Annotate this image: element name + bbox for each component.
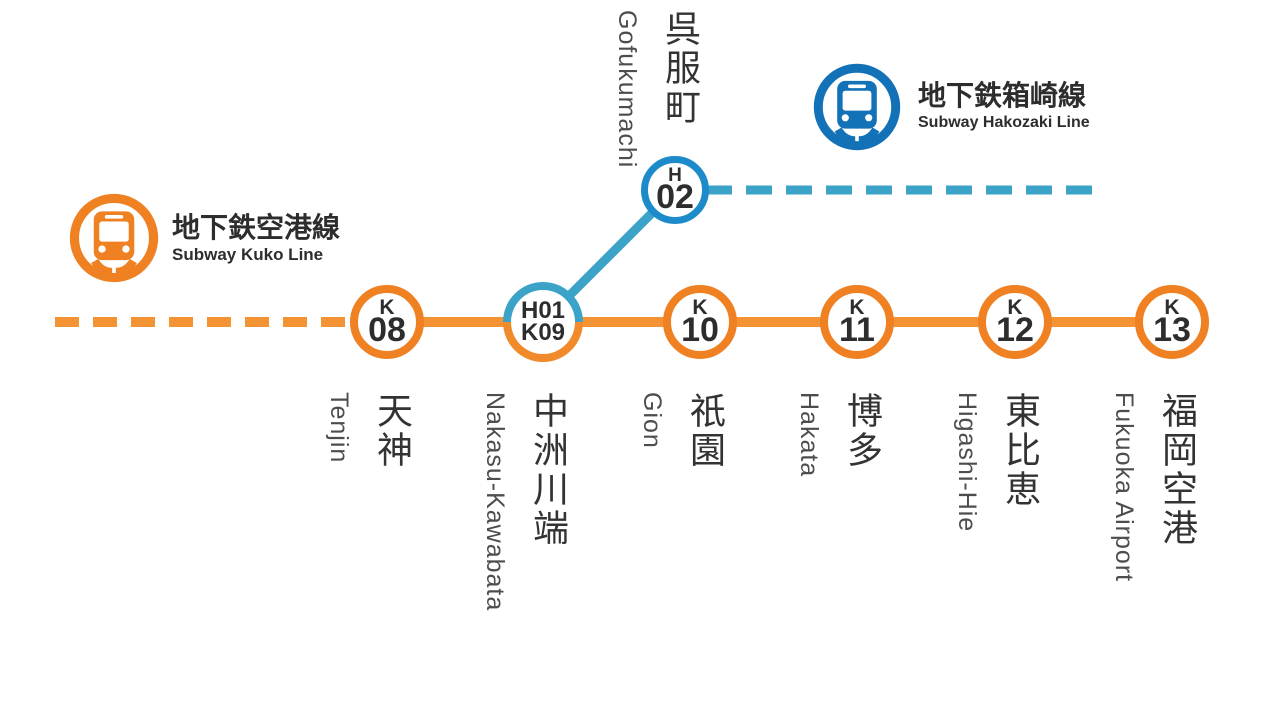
- station-name-ja: 東比恵: [1000, 392, 1041, 509]
- station-code-letter: K: [692, 296, 708, 319]
- station-name-en: Higashi-Hie: [953, 392, 981, 533]
- hakozaki-line-train-icon: [813, 63, 901, 151]
- kuko-line-title-en: Subway Kuko Line: [172, 245, 324, 264]
- station-name-ja: 福岡空港: [1157, 392, 1198, 548]
- station-label-gion: Gion 祇園: [637, 392, 731, 470]
- station-name-en: Nakasu-Kawabata: [481, 392, 509, 612]
- station-label-nakasu-kawabata: Nakasu-Kawabata 中洲川端: [480, 392, 574, 611]
- station-name-en: Tenjin: [325, 392, 353, 464]
- station-name-en: Gofukumachi: [613, 10, 641, 169]
- station-marker-higashi-hie: K 12: [978, 285, 1052, 359]
- station-code-number: 08: [368, 311, 406, 349]
- station-name-ja: 祇園: [685, 392, 726, 470]
- hakozaki-line-legend: 地下鉄箱崎線 Subway Hakozaki Line: [918, 80, 1090, 132]
- station-code-number: 11: [839, 311, 875, 349]
- station-name-ja: 呉服町: [660, 10, 701, 127]
- station-marker-tenjin: K 08: [350, 285, 424, 359]
- station-label-fukuoka-airport: Fukuoka Airport 福岡空港: [1109, 392, 1203, 582]
- station-name-ja: 天神: [372, 392, 413, 470]
- hakozaki-line-title-ja: 地下鉄箱崎線: [918, 80, 1087, 111]
- station-marker-nakasu-kawabata: H01 K09: [503, 282, 583, 362]
- station-name-ja: 中洲川端: [528, 392, 569, 548]
- station-code-letter: K: [1164, 296, 1180, 319]
- station-code-letter: K: [849, 296, 865, 319]
- station-marker-gion: K 10: [663, 285, 737, 359]
- station-code-number: 13: [1153, 311, 1191, 349]
- station-label-tenjin: Tenjin 天神: [324, 392, 418, 470]
- kuko-line-train-icon: [69, 193, 159, 283]
- station-label-hakata: Hakata 博多: [794, 392, 888, 477]
- station-label-higashi-hie: Higashi-Hie 東比恵: [952, 392, 1046, 532]
- station-name-en: Hakata: [795, 392, 823, 478]
- station-name-ja: 博多: [842, 392, 883, 470]
- station-code-number: 10: [681, 311, 719, 349]
- station-marker-fukuoka-airport: K 13: [1135, 285, 1209, 359]
- station-marker-hakata: K 11: [820, 285, 894, 359]
- station-marker-gofukumachi: H 02: [641, 156, 709, 224]
- station-code-letter: K: [1007, 296, 1023, 319]
- station-code-letter: K: [379, 296, 395, 319]
- station-code-number: 12: [996, 311, 1034, 349]
- interchange-code-panel: H01 K09: [511, 290, 575, 354]
- station-name-en: Fukuoka Airport: [1110, 392, 1138, 583]
- station-label-gofukumachi: Gofukumachi 呉服町: [612, 10, 706, 168]
- station-code-hakozaki: H01: [520, 297, 566, 324]
- station-code-kuko: K09: [520, 319, 566, 346]
- station-name-en: Gion: [638, 392, 666, 449]
- station-code-number: 02: [656, 178, 694, 216]
- station-code-letter: H: [668, 165, 682, 186]
- kuko-line-legend: 地下鉄空港線 Subway Kuko Line: [172, 212, 340, 264]
- hakozaki-line-title-en: Subway Hakozaki Line: [918, 114, 1090, 131]
- kuko-line-title-ja: 地下鉄空港線: [172, 212, 341, 243]
